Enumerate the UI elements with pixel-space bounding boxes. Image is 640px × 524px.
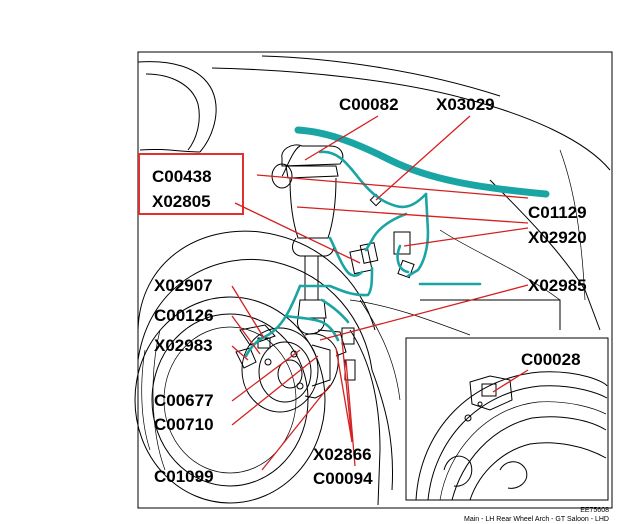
label-c01129: C01129 xyxy=(528,203,587,222)
label-c00094: C00094 xyxy=(313,469,373,488)
label-x02983: X02983 xyxy=(154,336,213,355)
label-c00710: C00710 xyxy=(154,415,214,434)
label-x03029: X03029 xyxy=(436,95,495,114)
reference-code: EE75608 xyxy=(580,507,609,514)
wiring-harness xyxy=(244,126,550,358)
label-x02920: X02920 xyxy=(528,228,587,247)
label-c00028: C00028 xyxy=(521,350,581,369)
diagram-caption: Main - LH Rear Wheel Arch - GT Saloon - … xyxy=(464,516,609,523)
label-x02805: X02805 xyxy=(152,192,211,211)
label-c01099: C01099 xyxy=(154,467,214,486)
label-c00082: C00082 xyxy=(339,95,399,114)
callout-labels: C00082 X03029 C00438 X02805 C01129 X0292… xyxy=(152,95,587,488)
highlight-box xyxy=(138,153,244,215)
diagram-frame xyxy=(137,51,613,509)
leader-lines xyxy=(231,115,529,471)
label-x02985: X02985 xyxy=(528,276,587,295)
wheel-arch xyxy=(137,230,401,506)
label-x02907: X02907 xyxy=(154,276,213,295)
connector-blocks xyxy=(349,193,415,279)
label-c00438: C00438 xyxy=(152,167,212,186)
label-c00677: C00677 xyxy=(154,391,214,410)
hub-assembly xyxy=(235,324,356,413)
tire xyxy=(134,296,326,504)
spare-wheel-inset xyxy=(405,337,609,501)
label-x02866: X02866 xyxy=(313,445,372,464)
label-c00126: C00126 xyxy=(154,306,214,325)
